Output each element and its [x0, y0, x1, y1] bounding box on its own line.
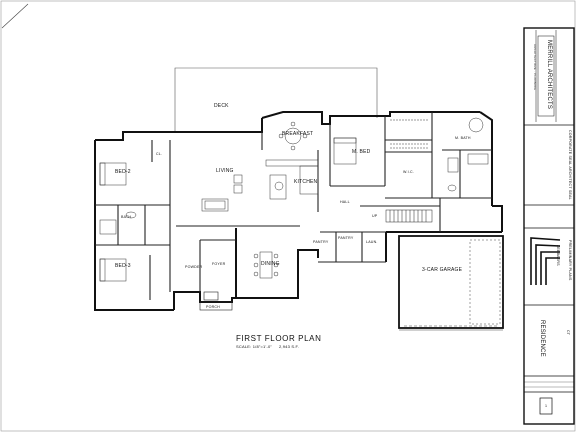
title-block-sheet-number: 1	[545, 404, 548, 408]
room-label-deck: DECK	[214, 103, 229, 109]
garage-outline	[398, 235, 504, 331]
stair-treads	[385, 209, 433, 223]
title-block-firm-sub: ARCHITECTURE · PLANNING	[533, 44, 537, 91]
room-label-breakfast: BREAKFAST	[282, 131, 314, 137]
logo-mark	[530, 237, 561, 285]
room-label-bedroom-2: BED-2	[115, 169, 131, 175]
room-label-master-bath: M. BATH	[455, 136, 471, 140]
room-label-bath: BATH	[121, 215, 132, 219]
title-block-plan-type: PRELIMINARY PLANS	[568, 240, 572, 281]
title-block-project: RESIDENCE	[539, 320, 545, 357]
room-label-living: LIVING	[216, 168, 234, 174]
room-label-pantry: PANTRY	[338, 236, 354, 240]
room-label-bedroom-3: BED-3	[115, 263, 131, 269]
room-label-dining: DINING	[261, 261, 280, 267]
front-porch	[199, 291, 233, 311]
room-label-pantry-2: PANTRY	[313, 240, 329, 244]
room-label-hall: HALL	[340, 200, 350, 204]
room-label-closet: CL.	[156, 152, 163, 156]
furniture	[99, 117, 489, 282]
corner-pen-mark	[1, 3, 29, 29]
plan-scale: SCALE: 1/8"=1'-0"	[236, 344, 273, 349]
plan-area: 2,943 S.F.	[279, 344, 300, 349]
title-block-logo-text: ZEEBAERS	[556, 245, 560, 266]
room-label-laundry: LAUN.	[366, 240, 378, 244]
title-block-firm: MERRILL ARCHITECTS	[546, 40, 552, 110]
room-label-master-bed: M. BED	[352, 149, 371, 155]
room-label-garage: 3-CAR GARAGE	[422, 267, 463, 273]
plan-title: FIRST FLOOR PLAN	[236, 334, 322, 343]
room-label-foyer: FOYER	[212, 262, 226, 266]
room-label-kitchen: KITCHEN	[294, 179, 318, 185]
room-label-walk-in-closet: W.I.C.	[403, 170, 414, 174]
stair-up-label: UP	[372, 214, 378, 218]
room-label-powder: POWDER	[185, 265, 203, 269]
title-block-location: CT	[566, 330, 570, 336]
title-block-frame	[523, 27, 575, 425]
room-label-porch: PORCH	[206, 305, 220, 309]
deck-outline	[174, 67, 378, 132]
title-block-seal: CORPORATE SEAL ARCHITECT SEAL	[568, 130, 572, 200]
